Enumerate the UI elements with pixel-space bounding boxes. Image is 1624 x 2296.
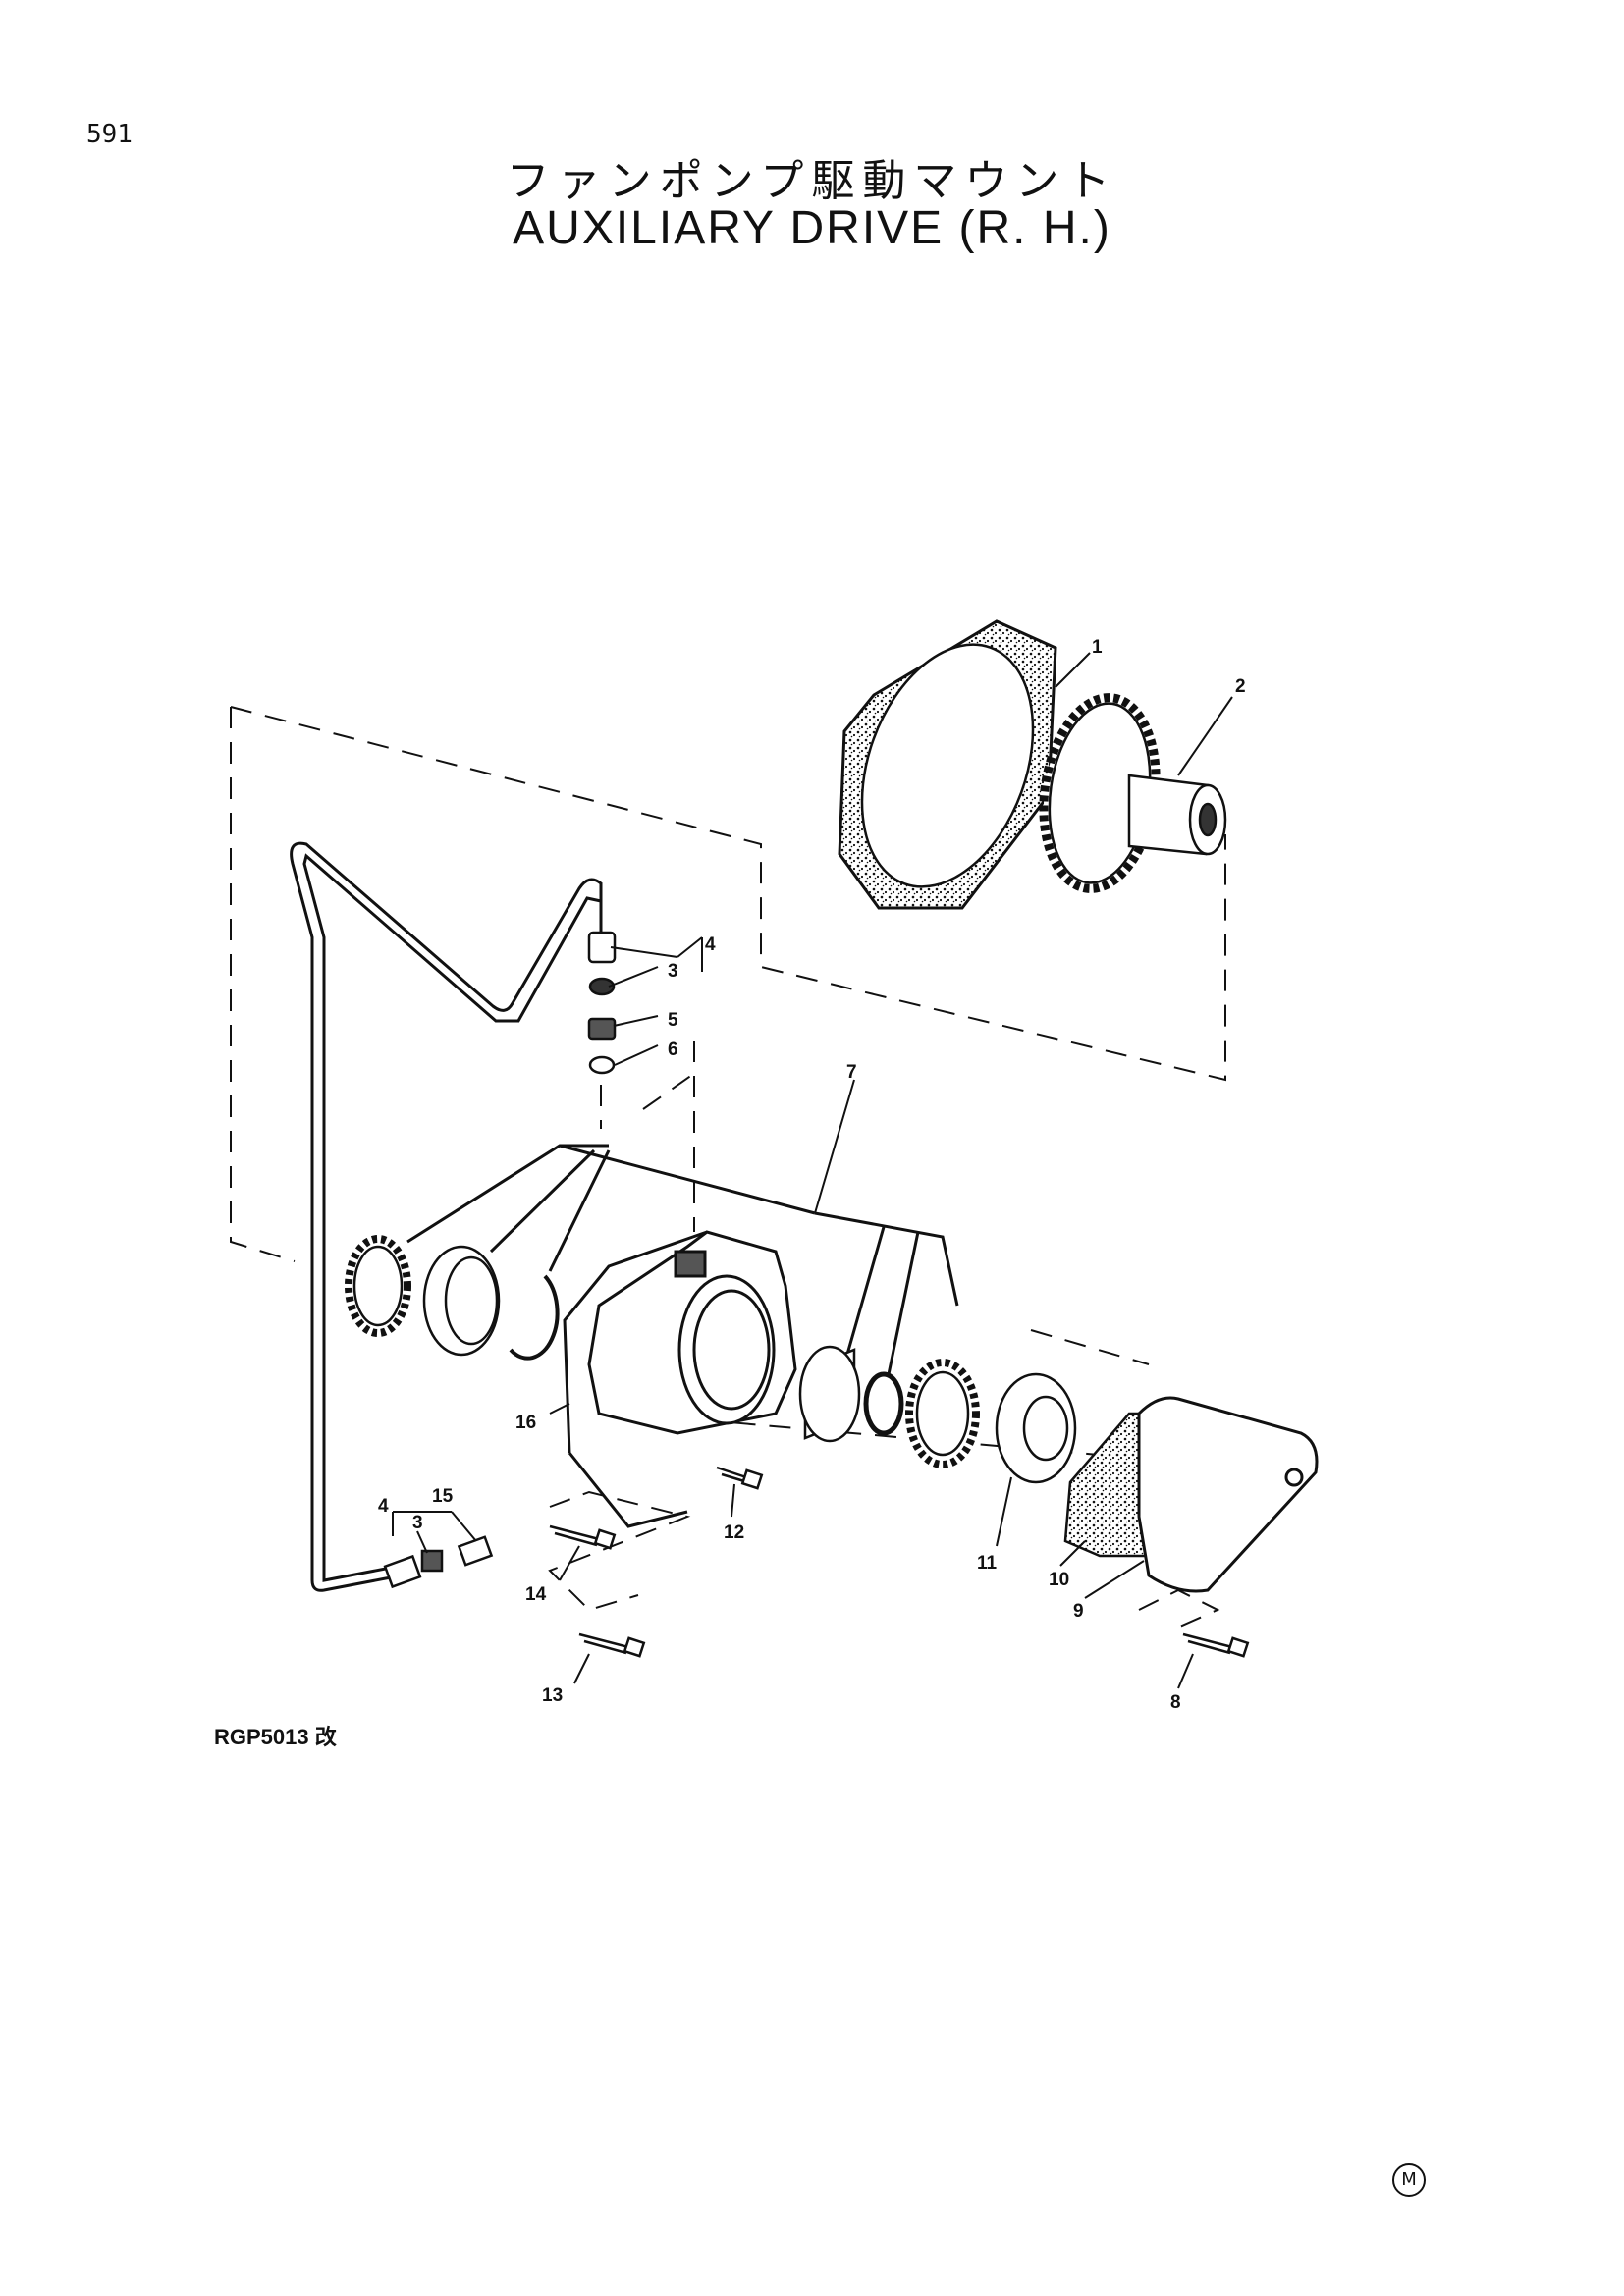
- callout-2: 2: [1235, 676, 1246, 697]
- callout-15: 15: [432, 1486, 454, 1507]
- callout-4-upper: 4: [705, 934, 716, 955]
- page-title-english: AUXILIARY DRIVE (R. H.): [513, 202, 1111, 254]
- circled-m-mark: M: [1392, 2163, 1426, 2197]
- part-7-leader-group: [406, 1144, 959, 1375]
- oil-pipe: [290, 841, 603, 1592]
- callout-6: 6: [668, 1040, 678, 1060]
- callout-9: 9: [1073, 1601, 1084, 1622]
- page-number: 591: [86, 120, 133, 149]
- drive-housing-part-7: [587, 1230, 797, 1435]
- callout-3-upper: 3: [668, 961, 678, 982]
- fitting-stack-parts-3-6: [587, 931, 617, 1075]
- callout-13: 13: [542, 1685, 563, 1706]
- callout-11: 11: [977, 1553, 998, 1574]
- callout-12: 12: [724, 1522, 744, 1543]
- bearings-left: [345, 1235, 560, 1361]
- callout-labels: 1 2 3 4 5 6 7 16 4 15 3 12 14 13 11 10 9…: [378, 637, 1246, 1713]
- callout-1: 1: [1092, 637, 1103, 658]
- callout-4-lower: 4: [378, 1496, 389, 1517]
- drawing-reference-code: RGP5013 改: [214, 1725, 337, 1749]
- callout-16: 16: [515, 1413, 536, 1433]
- callout-8: 8: [1170, 1692, 1181, 1713]
- callout-leader-lines: [392, 652, 1233, 1689]
- callout-7: 7: [846, 1062, 857, 1083]
- callout-5: 5: [668, 1010, 678, 1031]
- gear-shaft-part-2: [1039, 693, 1227, 893]
- gasket-part-1: [838, 619, 1057, 910]
- bearings-right: [798, 1345, 1077, 1484]
- cover-part-9: [1137, 1396, 1319, 1593]
- callout-3-lower: 3: [412, 1513, 423, 1533]
- page-title-japanese: ファンポンプ駆動マウント: [506, 156, 1118, 206]
- callout-14: 14: [525, 1584, 547, 1605]
- callout-10: 10: [1049, 1570, 1069, 1590]
- gasket-part-16: [563, 1230, 708, 1528]
- bolts: [549, 1466, 1250, 1658]
- fittings-lower: [383, 1535, 494, 1589]
